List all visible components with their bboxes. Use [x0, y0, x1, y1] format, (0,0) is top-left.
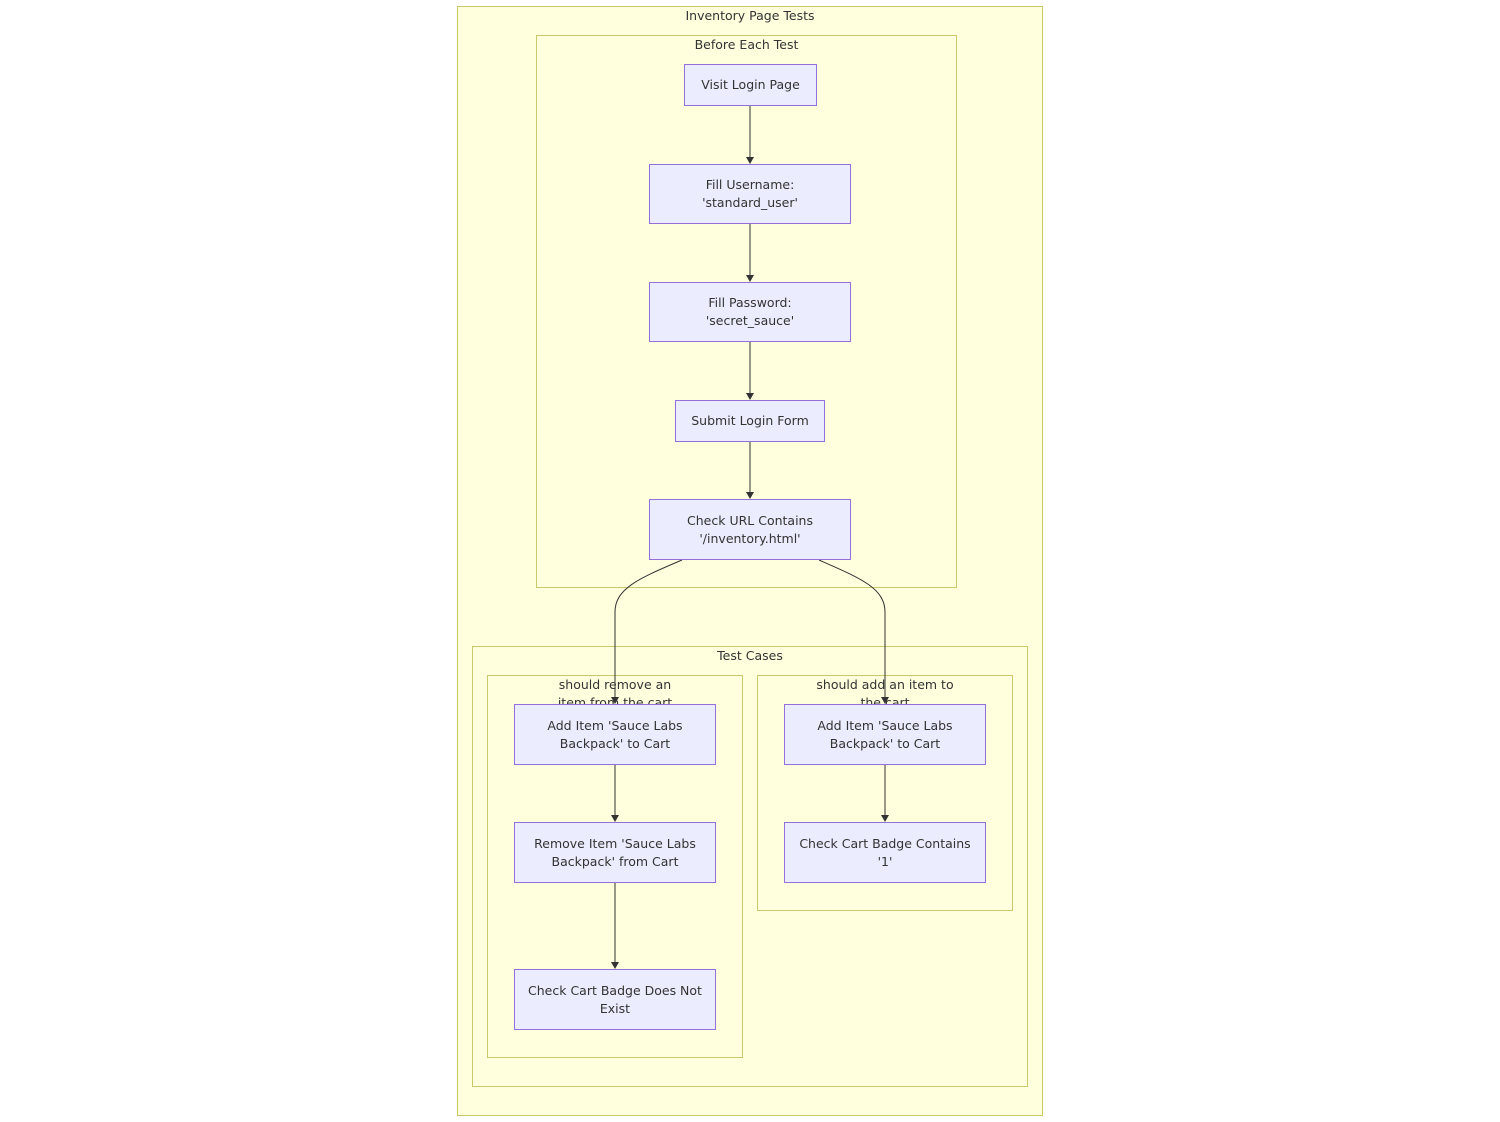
node-visit-login-page: Visit Login Page: [684, 64, 817, 106]
node-label-line: Check Cart Badge Does Not: [528, 982, 702, 998]
cluster-title-before-each: Before Each Test: [694, 37, 799, 52]
node-label-line: Check Cart Badge Contains: [799, 835, 971, 851]
node-submit-login-form: Submit Login Form: [675, 400, 825, 442]
node-label-line: Add Item 'Sauce Labs: [817, 717, 953, 733]
node-label-line: Backpack' from Cart: [551, 853, 679, 869]
node-label-line: Backpack' to Cart: [829, 735, 941, 751]
node-remove-item: Remove Item 'Sauce Labs Backpack' from C…: [514, 822, 716, 883]
node-check-url-contains: Check URL Contains '/inventory.html': [649, 499, 851, 560]
node-label-line: Visit Login Page: [701, 77, 800, 92]
node-label-line: 'standard_user': [702, 195, 798, 210]
node-check-badge-contains: Check Cart Badge Contains '1': [784, 822, 986, 883]
node-label-line: '/inventory.html': [699, 530, 801, 546]
node-fill-password: Fill Password: 'secret_sauce': [649, 282, 851, 342]
node-remove-case-add-item: Add Item 'Sauce Labs Backpack' to Cart: [514, 704, 716, 765]
node-label-line: Fill Username:: [705, 177, 795, 192]
node-add-case-add-item: Add Item 'Sauce Labs Backpack' to Cart: [784, 704, 986, 765]
node-label-line: Fill Password:: [708, 295, 792, 310]
cluster-title-inventory: Inventory Page Tests: [685, 8, 815, 23]
node-fill-username: Fill Username: 'standard_user': [649, 164, 851, 224]
node-label-line: Check URL Contains: [687, 512, 813, 528]
node-label-line: 'secret_sauce': [705, 313, 795, 328]
node-label-line: Exist: [599, 1000, 631, 1016]
node-label-line: Add Item 'Sauce Labs: [547, 717, 683, 733]
node-check-badge-not-exist: Check Cart Badge Does Not Exist: [514, 969, 716, 1030]
node-label-line: Backpack' to Cart: [559, 735, 671, 751]
node-label-line: Submit Login Form: [691, 413, 809, 428]
cluster-title-test-cases: Test Cases: [717, 648, 783, 663]
node-label-line: Remove Item 'Sauce Labs: [534, 835, 696, 851]
node-label-line: '1': [877, 853, 893, 869]
